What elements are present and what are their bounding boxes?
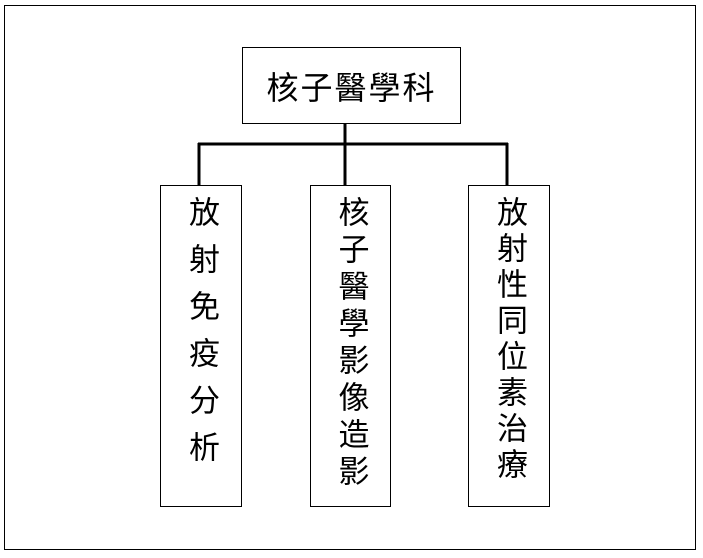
child-node-box-2: 核子醫學影像造影 bbox=[310, 185, 391, 507]
child-node-label-3: 放射性同位素治療 bbox=[491, 196, 527, 484]
child-node-label-1: 放射免疫分析 bbox=[183, 196, 219, 478]
child-node-box-3: 放射性同位素治療 bbox=[468, 185, 550, 507]
diagram-frame bbox=[4, 5, 696, 550]
root-node-label: 核子醫學科 bbox=[266, 68, 437, 107]
child-node-label-2: 核子醫學影像造影 bbox=[332, 196, 369, 492]
root-node-box: 核子醫學科 bbox=[242, 47, 461, 124]
child-node-box-1: 放射免疫分析 bbox=[160, 185, 242, 507]
